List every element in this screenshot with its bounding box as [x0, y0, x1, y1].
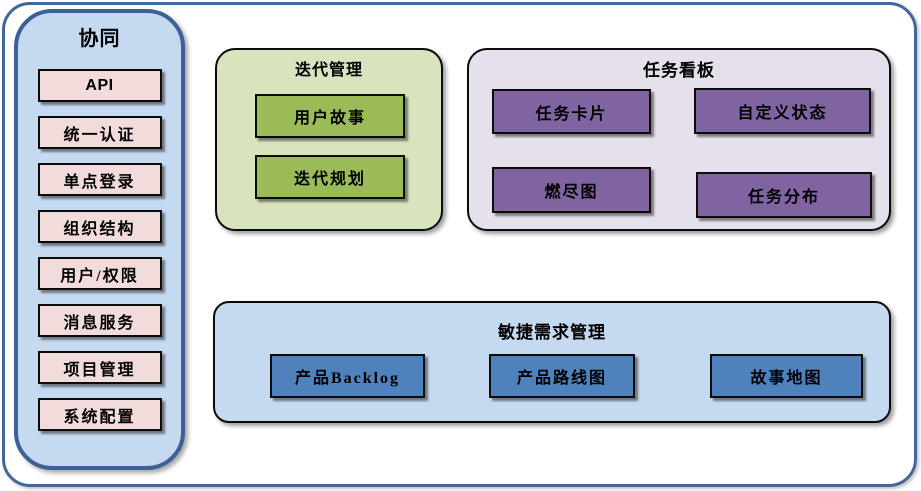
collaboration-panel-title: 协同 — [78, 28, 121, 50]
feature-box-task-distribution: 任务分布 — [696, 172, 872, 218]
iteration-management-title: 迭代管理 — [294, 62, 363, 79]
sidebar-item-system-config: 系统配置 — [37, 398, 162, 431]
iteration-management-panel: 迭代管理 用户故事 迭代规划 — [215, 48, 443, 231]
feature-box-burndown-chart: 燃尽图 — [492, 167, 651, 213]
sidebar-item-message-service: 消息服务 — [37, 304, 162, 337]
feature-box-product-backlog: 产品Backlog — [270, 354, 425, 398]
feature-box-custom-status: 自定义状态 — [694, 88, 871, 134]
sidebar-item-unified-auth: 统一认证 — [37, 116, 162, 149]
sidebar-item-api: API — [37, 69, 162, 102]
task-board-title: 任务看板 — [643, 61, 715, 80]
feature-box-user-story: 用户故事 — [255, 94, 405, 138]
sidebar-item-sso: 单点登录 — [37, 163, 162, 196]
feature-box-task-card: 任务卡片 — [492, 89, 651, 134]
sidebar-item-project-management: 项目管理 — [37, 351, 162, 384]
sidebar-item-org-structure: 组织结构 — [37, 210, 162, 243]
task-board-panel: 任务看板 任务卡片 自定义状态 燃尽图 任务分布 — [467, 48, 891, 231]
collaboration-panel: 协同 API 统一认证 单点登录 组织结构 用户/权限 消息服务 项目管理 系统… — [14, 9, 185, 470]
agile-requirements-title: 敏捷需求管理 — [498, 323, 606, 342]
collaboration-item-list: API 统一认证 单点登录 组织结构 用户/权限 消息服务 项目管理 系统配置 — [18, 69, 181, 431]
feature-box-story-map: 故事地图 — [710, 354, 863, 398]
sidebar-item-user-permissions: 用户/权限 — [37, 257, 162, 290]
feature-box-iteration-planning: 迭代规划 — [255, 155, 405, 199]
feature-box-product-roadmap: 产品路线图 — [489, 354, 635, 398]
agile-requirements-panel: 敏捷需求管理 产品Backlog 产品路线图 故事地图 — [213, 301, 891, 423]
